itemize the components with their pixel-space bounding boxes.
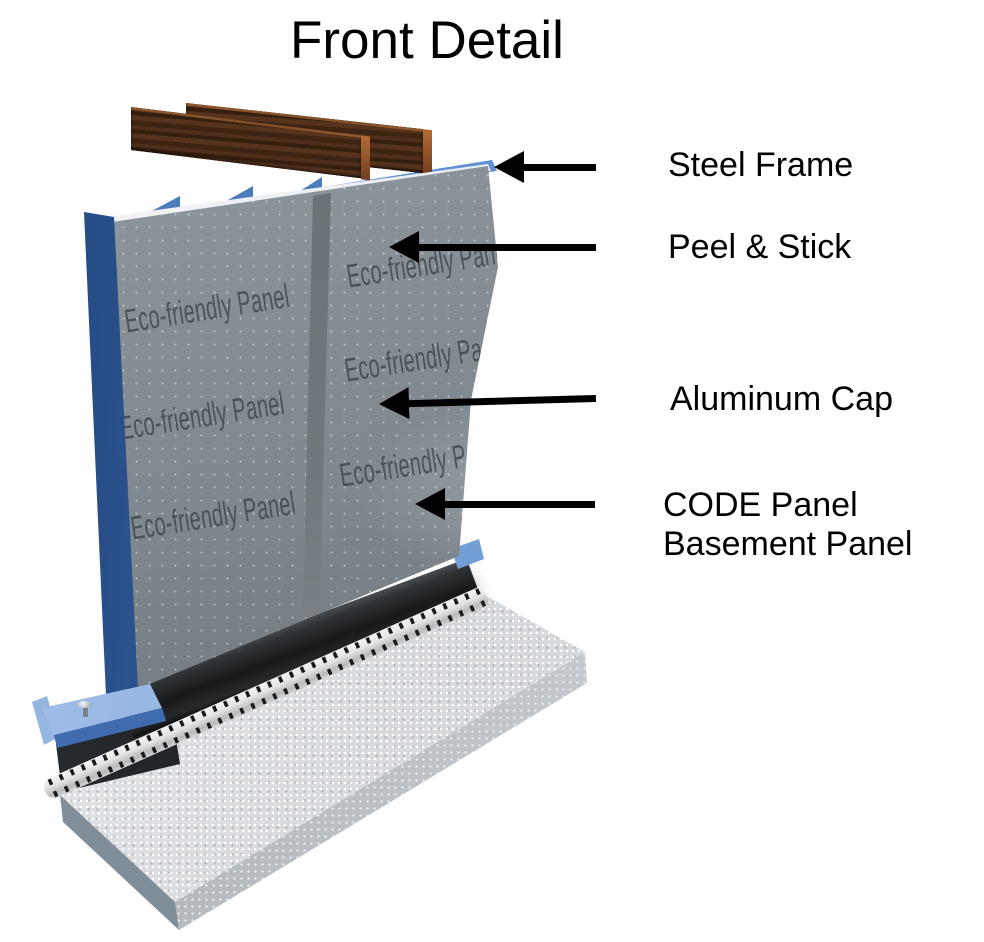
- callout-arrow-code-panel: [415, 488, 595, 520]
- arrow-shaft: [415, 243, 596, 251]
- arrow-shaft: [441, 500, 595, 508]
- panel-watermark-text: Eco-friendly Panel: [342, 326, 512, 389]
- anchor-screw-stem: [83, 707, 88, 717]
- panel-watermark-text: Eco-friendly Panel: [128, 484, 298, 547]
- arrow-shaft: [404, 394, 597, 407]
- callout-label-code-panel-line2: Basement Panel: [663, 525, 913, 563]
- panel-watermark-text: Eco-friendly Panel: [337, 431, 507, 494]
- callout-label-code-panel-line1: CODE Panel: [663, 486, 858, 524]
- arrow-shaft: [520, 163, 596, 171]
- callout-arrow-steel-frame: [494, 151, 596, 183]
- callout-label-steel-frame: Steel Frame: [668, 146, 854, 184]
- callout-arrow-peel-stick: [389, 231, 596, 263]
- callout-label-code-panel: CODE Panel Basement Panel: [663, 486, 913, 564]
- arrowhead-icon: [389, 231, 419, 263]
- arrowhead-icon: [494, 151, 524, 183]
- diagram-title: Front Detail: [290, 11, 564, 70]
- anchor-screw-head: [77, 701, 92, 708]
- callout-label-aluminum-cap: Aluminum Cap: [670, 380, 893, 418]
- panel-watermark-text: Eco-friendly Panel: [117, 384, 287, 447]
- callout-arrow-aluminum-cap: [378, 382, 597, 420]
- panel-watermark-text: Eco-friendly Panel: [122, 277, 292, 340]
- arrowhead-icon: [415, 488, 445, 520]
- callout-label-peel-stick: Peel & Stick: [668, 228, 852, 266]
